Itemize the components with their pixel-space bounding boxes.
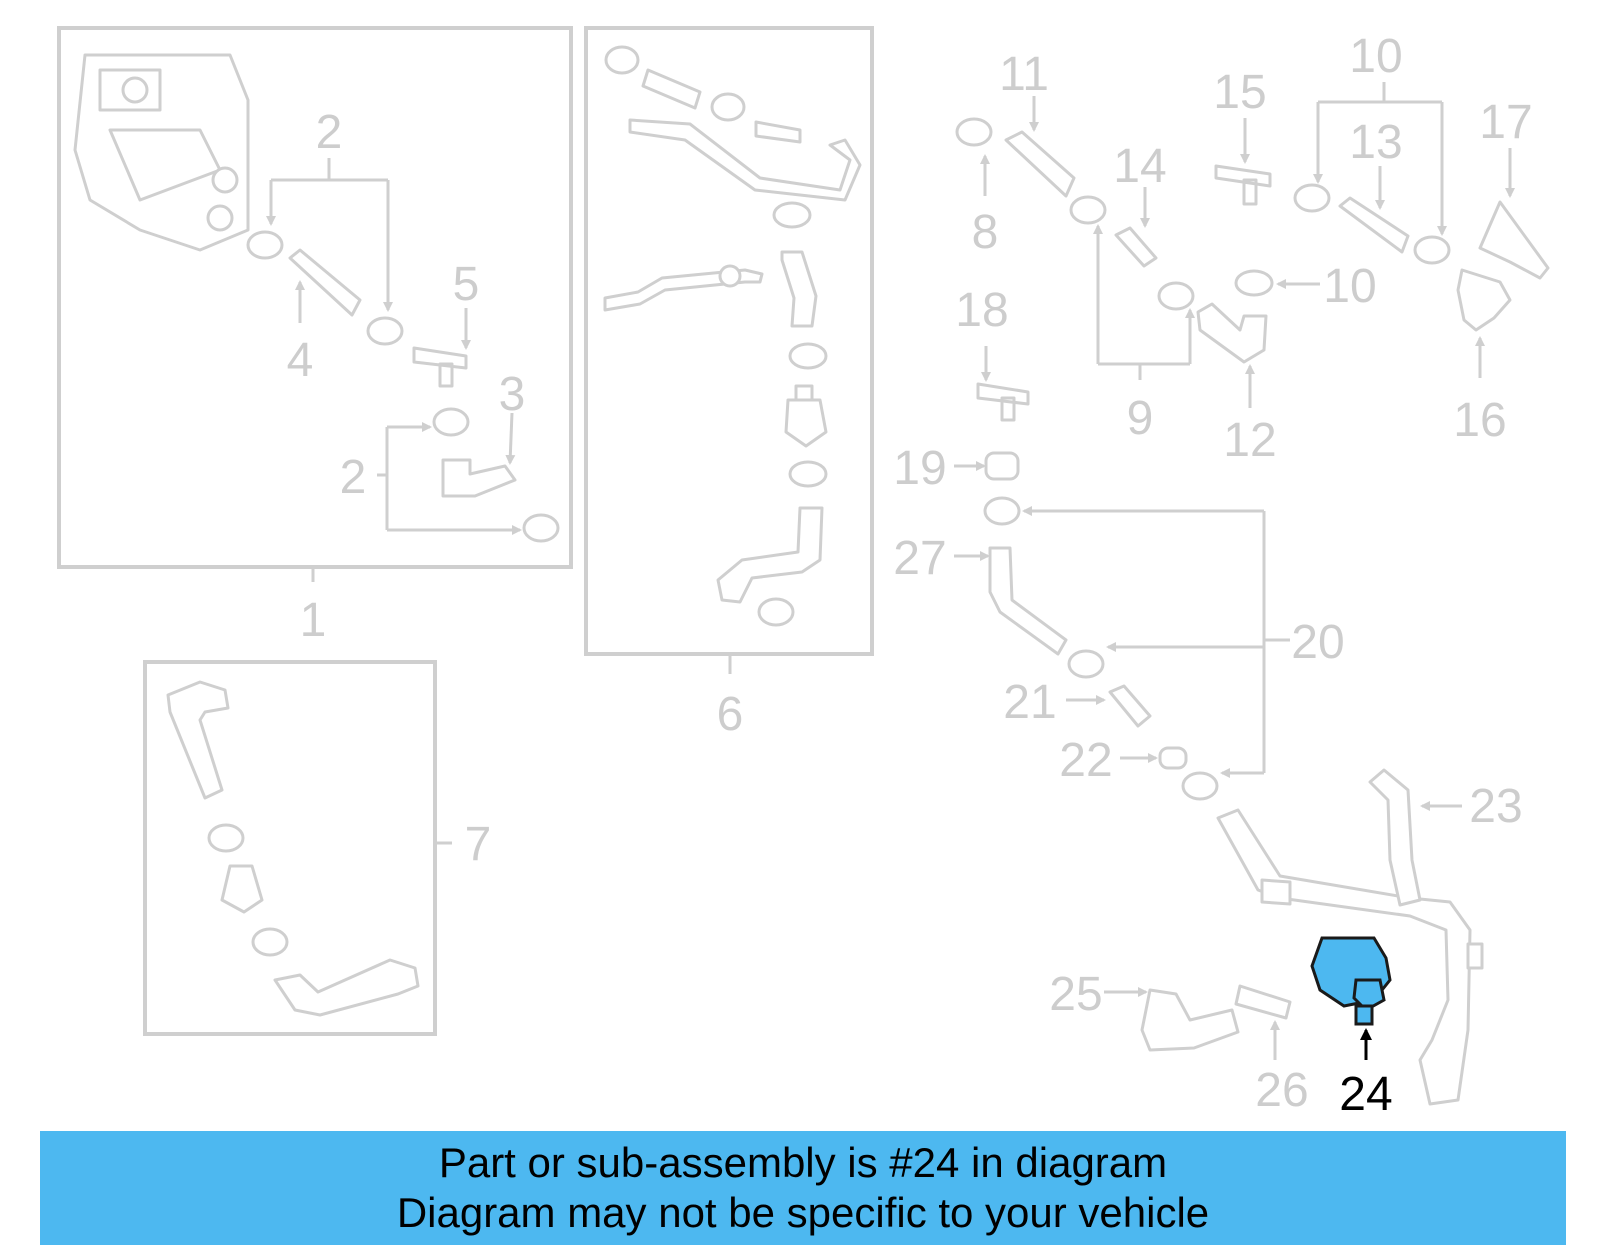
coolant-hose [988,546,1068,656]
hose-clamp [955,117,993,147]
hose-clamp [251,927,289,957]
callout-14: 14 [1113,140,1166,193]
callout-25: 25 [1049,968,1102,1021]
callout-10: 10 [1323,260,1376,313]
callout-1: 1 [300,594,327,647]
pipe-bracket [1466,942,1484,970]
callout-15: 15 [1213,66,1266,119]
rubber-buffer [1234,984,1292,1020]
hose-clamp [772,201,812,229]
banner-line-part-number: Part or sub-assembly is #24 in diagram [438,1139,1168,1186]
bleed-pipe [628,118,862,202]
callout-9: 9 [1127,392,1154,445]
hose-clamp [604,45,640,75]
callout-22: 22 [1059,734,1112,787]
tee-fitting [976,382,1030,422]
coolant-hose [288,248,362,317]
callout-21: 21 [1003,676,1056,729]
callout-2: 2 [340,451,367,504]
callout-26: 26 [1255,1064,1308,1117]
callout-5: 5 [453,258,480,311]
callout-11: 11 [999,48,1049,101]
tee-fitting [784,384,828,448]
banner-line-disclaimer: Diagram may not be specific to your vehi… [396,1189,1210,1236]
coolant-hose [1338,196,1410,254]
tee-fitting [1214,164,1272,206]
hose-clamp [1069,195,1107,225]
hose-clamp [983,496,1021,526]
callout-8: 8 [972,206,999,259]
callout-3: 3 [499,368,526,421]
callout-20: 20 [1291,616,1344,669]
tee-fitting [412,346,468,388]
callout-6: 6 [717,688,744,741]
hose-clamp [1157,281,1195,311]
sealing-ring [984,451,1020,481]
engine-housing-part [73,53,250,252]
coolant-hose [641,68,702,110]
callout-24-highlighted: 24 [1339,1068,1392,1121]
tee-fitting [754,120,802,144]
pipe-fitting [718,264,742,288]
coolant-hose [273,958,420,1017]
callout-17: 17 [1479,96,1532,149]
hose-clamp [1293,183,1331,213]
group-box-7 [143,660,437,1036]
hose-clamp [432,407,470,437]
upper-hose [1368,768,1422,907]
group-box-1 [57,26,573,569]
callout-12: 12 [1223,414,1276,467]
callout-16: 16 [1453,394,1506,447]
hose-clamp [1067,649,1105,679]
elbow-hose [166,680,230,800]
highlighted-part-24[interactable] [1310,936,1392,1026]
callout-7: 7 [465,818,492,871]
callout-10: 10 [1349,30,1402,83]
hose-clamp [1181,771,1219,801]
plug-part [1158,746,1188,770]
hose-clamp [246,230,284,260]
callout-18: 18 [955,284,1008,337]
connector-fitting [1108,684,1152,728]
mounting-bracket [1478,200,1550,280]
elbow-hose [1196,302,1268,364]
callout-4: 4 [287,334,314,387]
coolant-hose [780,250,818,328]
hose-clamp [1234,269,1274,297]
elbow-hose [716,506,824,604]
hose-clamp [207,823,245,853]
callout-27: 27 [893,532,946,585]
tee-fitting [220,864,264,914]
callout-23: 23 [1469,780,1522,833]
valve-part [1456,268,1512,332]
pipe-bracket [1260,878,1292,906]
callout-2: 2 [316,106,343,159]
elbow-hose [441,458,517,498]
callout-13: 13 [1349,116,1402,169]
hose-clamp [1413,235,1451,265]
hose-clamp [522,513,560,543]
callout-19: 19 [893,442,946,495]
hose-clamp [710,92,746,122]
connector-fitting [1114,226,1158,268]
hose-clamp [757,597,795,627]
hose-clamp [788,342,828,370]
hose-clamp [788,460,828,488]
coolant-hose [1004,130,1076,198]
hose-clamp [366,316,404,346]
info-banner: Part or sub-assembly is #24 in diagram D… [40,1131,1566,1245]
heat-shield [1140,988,1240,1052]
